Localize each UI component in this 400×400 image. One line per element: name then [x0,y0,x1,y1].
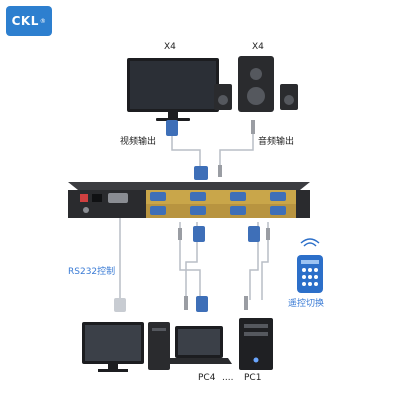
speaker-icon [214,56,298,112]
speaker-count-label: X4 [252,42,264,52]
monitor-count-label: X4 [164,42,176,52]
video-out-label: 视频输出 [120,137,157,147]
laptop-icon [166,326,232,364]
pc4-label: PC4 [198,373,216,383]
tower-pc-icon [239,318,273,370]
audio-out-label: 音频输出 [258,137,295,147]
dots-label: .... [222,373,234,383]
remote-control-icon [297,238,323,293]
cables [119,128,269,300]
video-out-cable [171,130,201,175]
switch-vga-ports [150,192,286,215]
monitor-icon [127,58,219,121]
pc1-vga-cable [249,222,259,300]
pc-side-connectors [114,226,270,312]
rs232-label: RS232控制 [68,267,116,277]
vga-connector-icon [166,120,208,180]
remote-label: 遥控切换 [288,299,325,309]
brand-logo: CKL® [6,6,52,36]
kvm-switch-icon [68,182,310,218]
audio-jack-icon [218,120,255,177]
audio-out-cable [219,128,254,175]
pc4-vga-cable [179,222,201,300]
desktop-pc-icon [82,322,170,372]
pc1-audio-cable [261,222,269,300]
pc1-label: PC1 [244,373,262,383]
